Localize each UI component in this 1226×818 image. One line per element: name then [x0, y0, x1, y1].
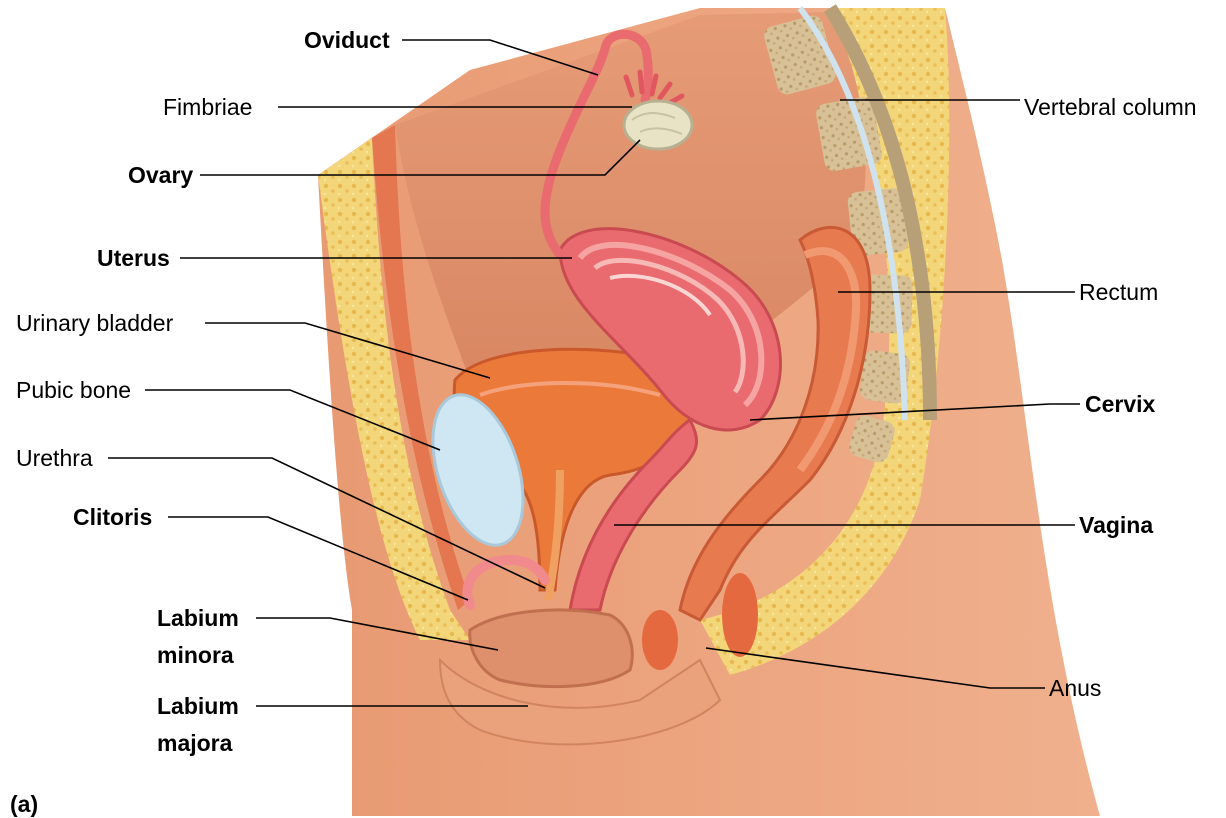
label-cervix: Cervix	[1085, 390, 1155, 418]
label-uterus: Uterus	[97, 244, 170, 272]
labium-minora	[470, 610, 632, 687]
label-pubic-bone: Pubic bone	[16, 376, 131, 404]
label-urinary-bladder: Urinary bladder	[16, 309, 173, 337]
label-oviduct: Oviduct	[304, 26, 390, 54]
label-rectum: Rectum	[1079, 278, 1158, 306]
label-ovary: Ovary	[128, 161, 193, 189]
label-labium-minora-line1: Labium	[157, 604, 239, 632]
panel-label: (a)	[10, 790, 38, 818]
label-labium-majora-line1: Labium	[157, 692, 239, 720]
label-fimbriae: Fimbriae	[163, 93, 252, 121]
label-anus: Anus	[1049, 674, 1101, 702]
label-labium-minora-line2: minora	[157, 641, 234, 669]
label-clitoris: Clitoris	[73, 503, 152, 531]
label-urethra: Urethra	[16, 444, 93, 472]
label-vagina: Vagina	[1079, 511, 1153, 539]
ovary	[624, 101, 692, 149]
label-vertebral-column: Vertebral column	[1024, 93, 1197, 121]
label-labium-majora-line2: majora	[157, 729, 232, 757]
